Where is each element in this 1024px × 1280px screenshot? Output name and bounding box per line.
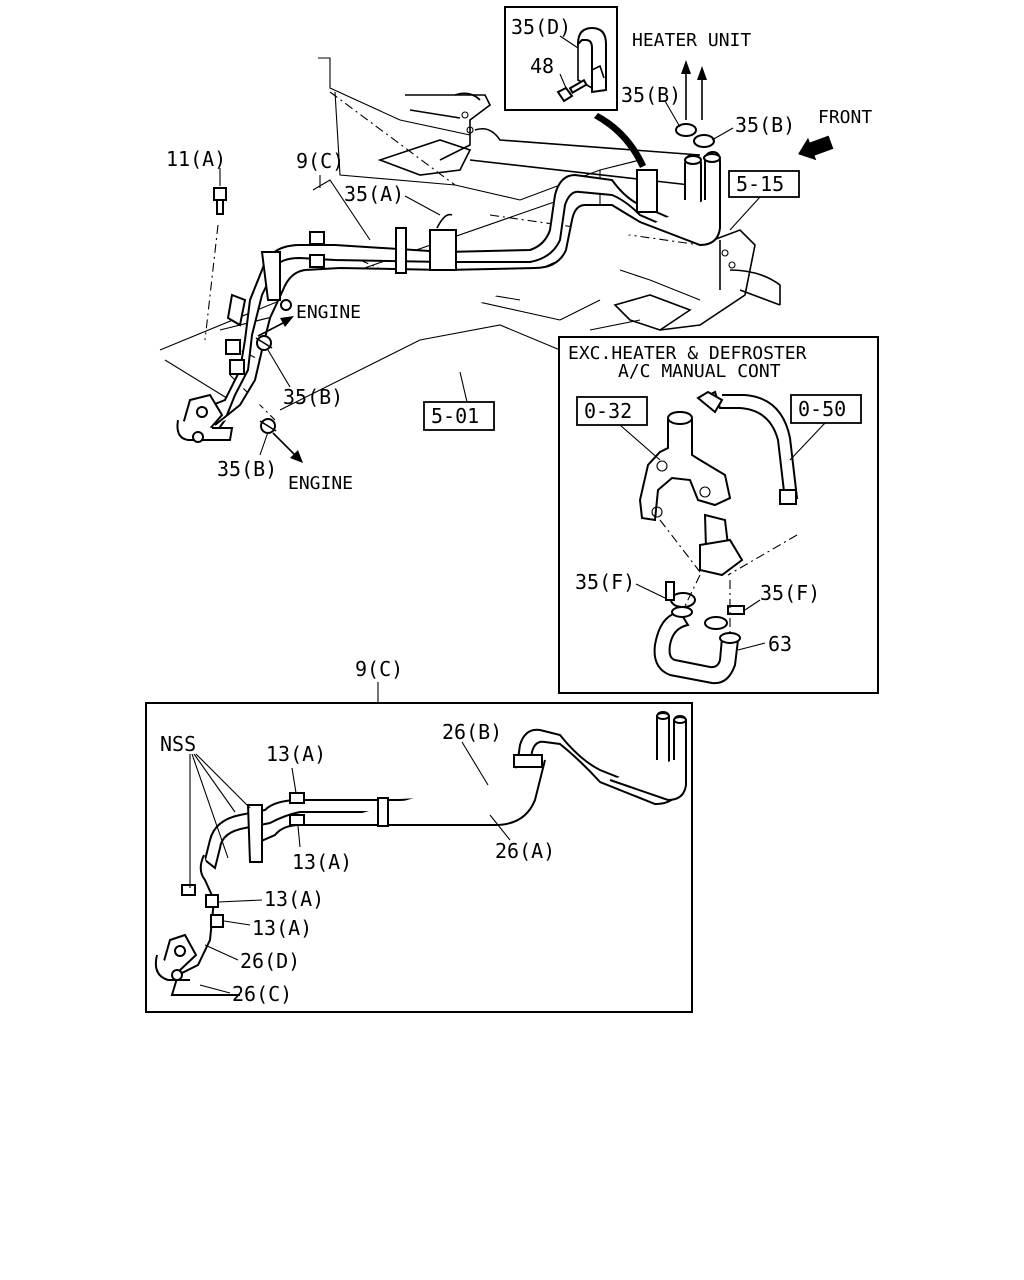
callout-13a-top: 13(A) <box>266 742 326 766</box>
callout-13a-lower-2: 13(A) <box>252 916 312 940</box>
callout-26a: 26(A) <box>495 839 555 863</box>
callout-63: 63 <box>768 632 792 656</box>
ref-box-5-15 <box>728 170 800 198</box>
inset-exc-title-line2: A/C MANUAL CONT <box>618 361 781 382</box>
callout-13a-lower-1: 13(A) <box>264 887 324 911</box>
callout-26c: 26(C) <box>232 982 292 1006</box>
callout-11a: 11(A) <box>166 147 226 171</box>
callout-35a: 35(A) <box>344 182 404 206</box>
callout-35b-heater-right: 35(B) <box>735 113 795 137</box>
callout-26d: 26(D) <box>240 949 300 973</box>
inset-exc-heater: EXC.HEATER & DEFROSTER A/C MANUAL CONT 0… <box>558 336 879 694</box>
front-arrow-icon <box>798 135 834 161</box>
main-view: 35(D) 48 HEATER UNIT 35(B) 35(B) FRONT 1… <box>159 6 872 494</box>
clip-detail-box <box>504 6 618 111</box>
ref-5-01: 5-01 <box>431 404 479 428</box>
inset-9c-leader-lines <box>189 741 511 994</box>
callout-nss: NSS <box>160 732 196 756</box>
thermostat-housing <box>638 410 744 577</box>
direction-arrows <box>257 60 834 463</box>
hose-assembly-9c <box>154 710 687 996</box>
inset-9c-hose-assembly: 9(C) <box>145 657 693 1013</box>
heater-hose-assembly <box>176 123 721 443</box>
callout-35d: 35(D) <box>511 15 571 39</box>
ref-5-15: 5-15 <box>736 172 784 196</box>
callout-35b-heater-left: 35(B) <box>621 83 681 107</box>
ref-box-0-50 <box>790 394 862 424</box>
main-leader-lines <box>219 35 761 456</box>
ref-0-32: 0-32 <box>584 399 632 423</box>
engine-label-top: ENGINE <box>296 302 361 323</box>
callout-26b: 26(B) <box>442 720 502 744</box>
callout-9c-main: 9(C) <box>296 149 344 173</box>
inset-exc-title-line1: EXC.HEATER & DEFROSTER <box>568 343 807 364</box>
ref-0-50: 0-50 <box>798 397 846 421</box>
callout-35f-left: 35(F) <box>575 570 635 594</box>
callout-48: 48 <box>530 54 554 78</box>
ref-box-0-32 <box>576 396 648 426</box>
engine-label-bottom: ENGINE <box>288 473 353 494</box>
callout-35b-engine-lower: 35(B) <box>217 457 277 481</box>
ref-box-5-01 <box>423 401 495 431</box>
callout-13a-middle: 13(A) <box>292 850 352 874</box>
callout-35f-right: 35(F) <box>760 581 820 605</box>
inset-9c-header: 9(C) <box>355 657 403 681</box>
front-label: FRONT <box>818 107 872 128</box>
heater-unit-label: HEATER UNIT <box>632 30 751 51</box>
callout-35b-engine-upper: 35(B) <box>283 385 343 409</box>
